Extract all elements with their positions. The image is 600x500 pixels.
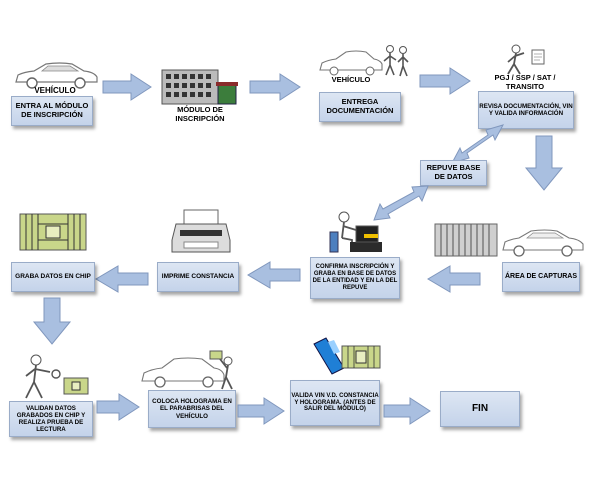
flow-arrow-down <box>32 297 72 345</box>
building-icon <box>161 69 238 105</box>
printer-icon <box>171 209 231 253</box>
end-box: FIN <box>440 391 520 427</box>
capture-area-box: ÁREA DE CAPTURAS <box>502 262 580 292</box>
final-validation-box: VALIDA VIN V.D. CONSTANCIA Y HOLOGRAMA. … <box>290 380 380 426</box>
flow-arrow-right <box>102 73 152 101</box>
car-icon <box>15 62 98 89</box>
car-with-people-icon <box>319 45 409 77</box>
module-label: MÓDULO DE INSCRIPCIÓN <box>175 105 225 123</box>
capture-area-icon <box>434 223 584 257</box>
deliver-documents-box: ENTREGA DOCUMENTACIÓN <box>319 92 401 122</box>
agencies-label: PGJ / SSP / SAT / TRANSITO <box>494 73 556 91</box>
reader-person-icon <box>25 354 89 399</box>
validate-chip-box: VALIDAN DATOS GRABADOS EN CHIP Y REALIZA… <box>9 401 93 437</box>
scanner-icon <box>313 337 381 375</box>
enter-module-box: ENTRA AL MÓDULO DE INSCRIPCIÓN <box>11 96 93 126</box>
reviewer-person-icon <box>507 44 545 75</box>
print-certificate-box: IMPRIME CONSTANCIA <box>157 262 239 292</box>
confirm-registration-box: CONFIRMA INSCRIPCIÓN Y GRABA EN BASE DE … <box>310 257 400 299</box>
chip-icon <box>19 213 87 251</box>
vehicle-label-2: VEHÍCULO <box>331 75 371 84</box>
operator-desk-icon <box>329 211 382 253</box>
flow-arrow-left <box>247 261 301 289</box>
flow-arrow-down <box>524 135 564 191</box>
car-hologram-icon <box>141 350 233 390</box>
sync-arrow <box>450 124 505 164</box>
vehicle-label: VEHÍCULO <box>34 86 76 95</box>
flow-arrow-right <box>96 393 140 421</box>
flow-arrow-right <box>419 67 471 95</box>
repuve-database-box: REPUVE BASE DE DATOS <box>420 160 487 186</box>
review-documents-box: REVISA DOCUMENTACIÓN, VIN Y VALIDA INFOR… <box>478 91 574 129</box>
flow-arrow-right <box>249 73 301 101</box>
flow-arrow-left <box>95 265 149 293</box>
sync-arrow <box>373 185 429 221</box>
write-chip-box: GRABA DATOS EN CHIP <box>11 262 95 292</box>
flow-arrow-right <box>237 397 285 425</box>
place-hologram-box: COLOCA HOLOGRAMA EN EL PARABRISAS DEL VE… <box>148 390 236 428</box>
flow-arrow-right <box>383 397 431 425</box>
flow-arrow-left <box>427 265 481 293</box>
